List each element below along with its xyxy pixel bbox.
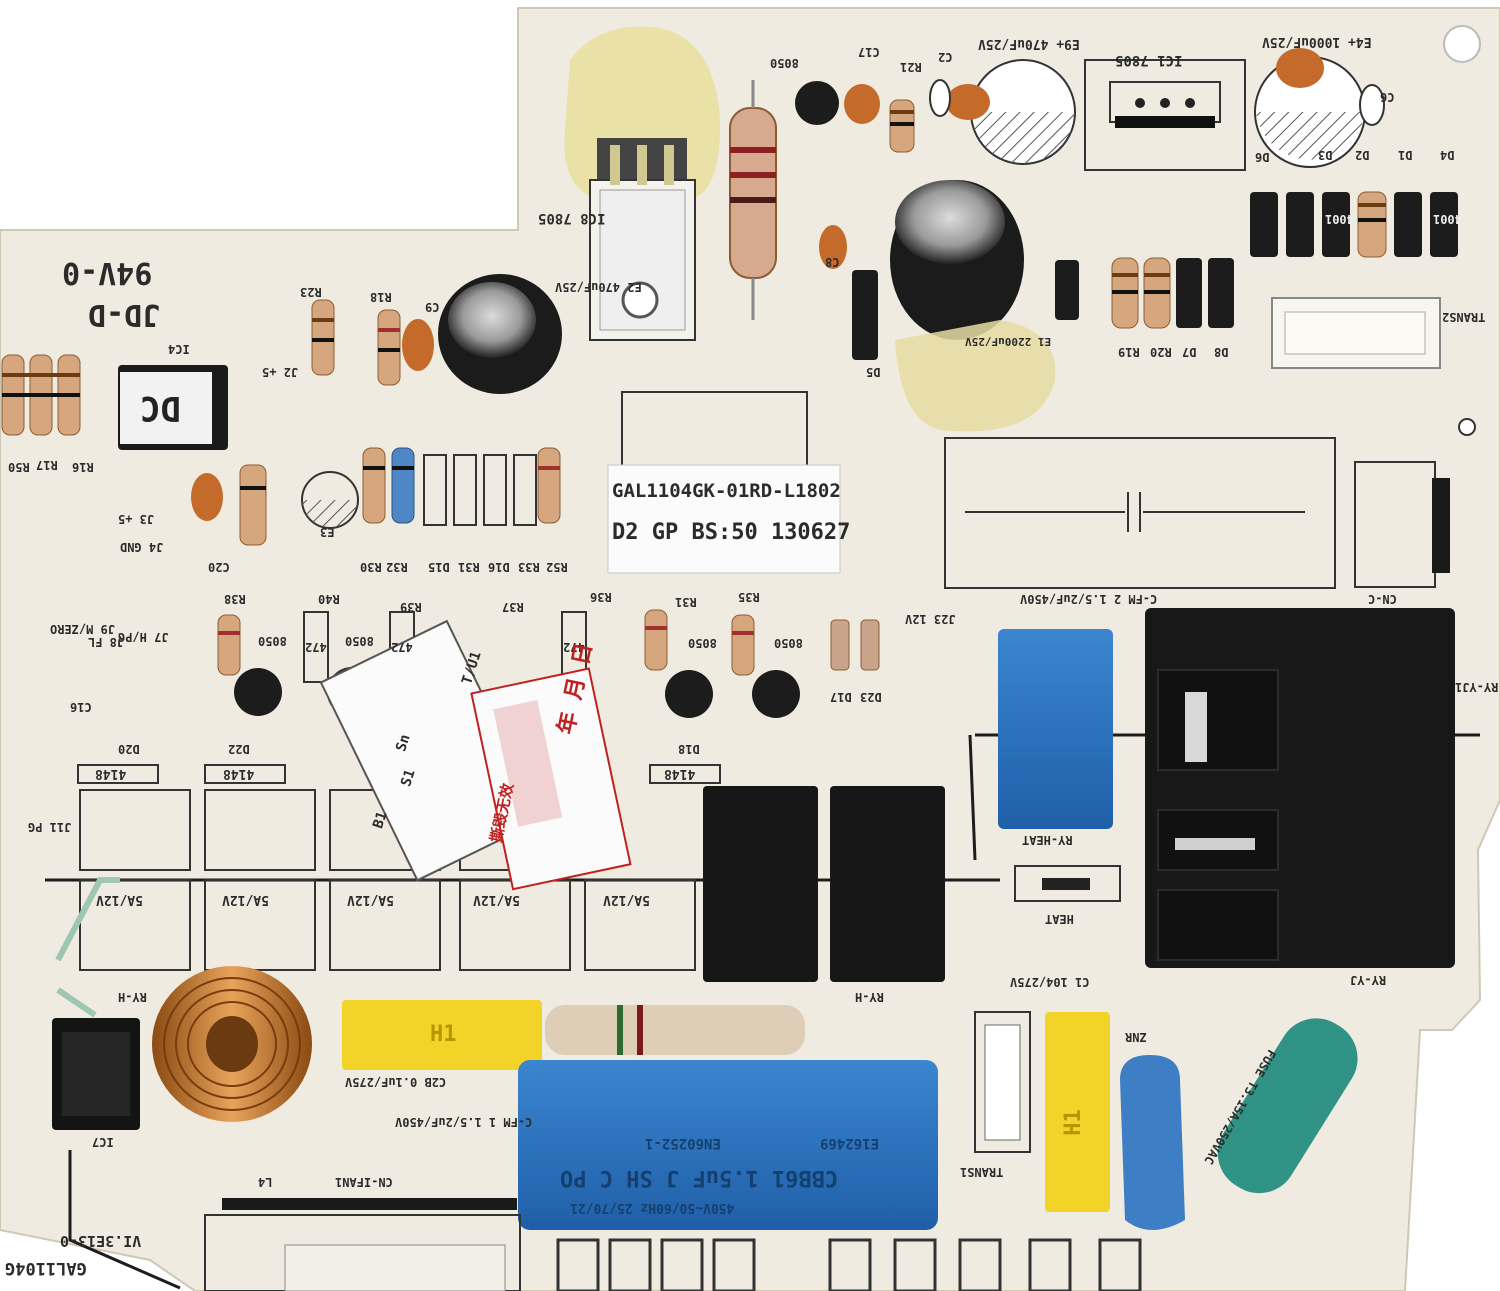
pcb-photo <box>0 7 1500 1291</box>
